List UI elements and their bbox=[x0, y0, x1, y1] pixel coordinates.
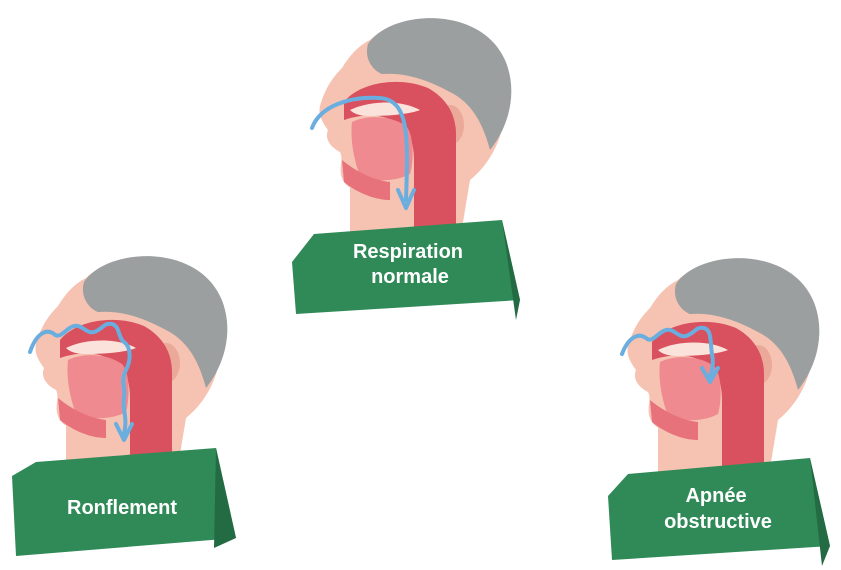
label-banner-normal: Respiration normale bbox=[292, 220, 520, 320]
panel-normal-breathing: Respiration normale bbox=[292, 18, 520, 320]
head-profile-snoring bbox=[35, 256, 227, 478]
panel-obstructive-apnea: Apnée obstructive bbox=[608, 258, 830, 566]
head-profile-apnea bbox=[627, 258, 819, 480]
label-line-1-apnea: Apnée bbox=[685, 485, 746, 507]
label-line-2-apnea: obstructive bbox=[664, 511, 772, 533]
label-line-2-normal: normale bbox=[371, 266, 449, 288]
label-line-1-snoring: Ronflement bbox=[67, 497, 177, 519]
head-profile-normal bbox=[319, 18, 511, 240]
label-banner-apnea: Apnée obstructive bbox=[608, 458, 830, 566]
label-line-1-normal: Respiration bbox=[353, 241, 463, 263]
label-banner-snoring: Ronflement bbox=[12, 448, 236, 556]
panel-snoring: Ronflement bbox=[12, 256, 236, 556]
